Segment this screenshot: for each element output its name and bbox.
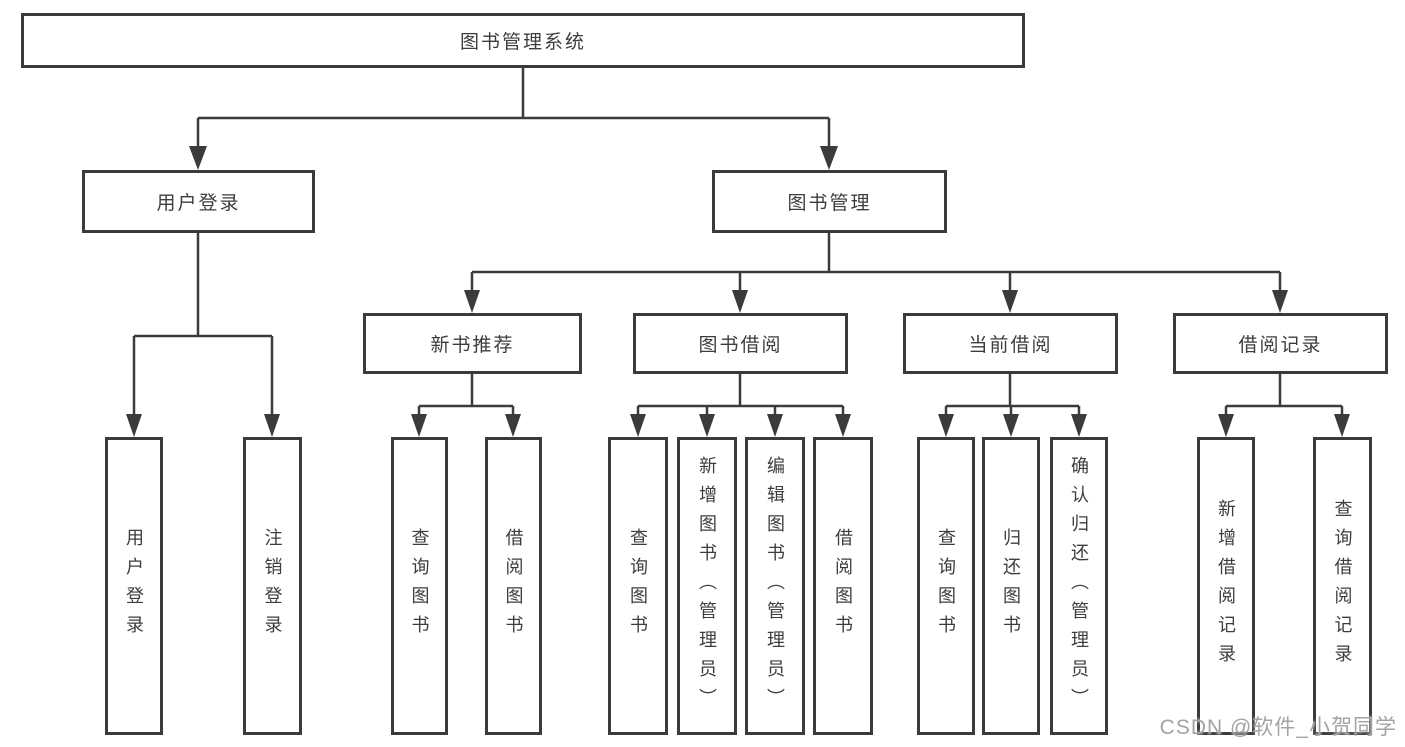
node-new-book-recommend: 新书推荐 xyxy=(363,313,582,374)
leaf-borrow-books: 借阅图书 xyxy=(813,437,873,735)
leaf-borrow-books-recommend-label: 借阅图书 xyxy=(503,528,524,644)
leaf-add-borrow-record-label: 新增借阅记录 xyxy=(1216,499,1236,673)
node-current-borrow: 当前借阅 xyxy=(903,313,1118,374)
leaf-user-login: 用户登录 xyxy=(105,437,163,735)
csdn-watermark: CSDN @软件_小贺同学 xyxy=(1159,716,1397,739)
leaf-confirm-return-admin-label: 确认归还（管理员） xyxy=(1069,455,1089,717)
node-borrow-records: 借阅记录 xyxy=(1173,313,1388,374)
leaf-return-books-label: 归还图书 xyxy=(1001,528,1021,644)
leaf-query-books-current-label: 查询图书 xyxy=(936,528,956,644)
leaf-borrow-books-label: 借阅图书 xyxy=(833,528,853,644)
node-user-login-branch: 用户登录 xyxy=(82,170,315,233)
leaf-query-borrow-record: 查询借阅记录 xyxy=(1313,437,1372,735)
leaf-query-books-current: 查询图书 xyxy=(917,437,975,735)
leaf-query-books-borrow-label: 查询图书 xyxy=(628,528,648,644)
leaf-query-borrow-record-label: 查询借阅记录 xyxy=(1332,499,1353,673)
leaf-query-books-borrow: 查询图书 xyxy=(608,437,668,735)
leaf-logout-label: 注销登录 xyxy=(262,528,283,644)
leaf-query-books-recommend-label: 查询图书 xyxy=(409,528,430,644)
leaf-query-books-recommend: 查询图书 xyxy=(391,437,448,735)
leaf-add-borrow-record: 新增借阅记录 xyxy=(1197,437,1255,735)
node-book-management-branch: 图书管理 xyxy=(712,170,947,233)
leaf-user-login-label: 用户登录 xyxy=(124,528,144,644)
leaf-logout: 注销登录 xyxy=(243,437,302,735)
connector-lines xyxy=(132,68,1344,418)
leaf-edit-book-admin: 编辑图书（管理员） xyxy=(745,437,805,735)
arrowheads xyxy=(126,146,1350,437)
leaf-return-books: 归还图书 xyxy=(982,437,1040,735)
node-library-management-system: 图书管理系统 xyxy=(21,13,1025,68)
leaf-confirm-return-admin: 确认归还（管理员） xyxy=(1050,437,1108,735)
leaf-edit-book-admin-label: 编辑图书（管理员） xyxy=(765,455,785,717)
leaf-add-book-admin: 新增图书（管理员） xyxy=(677,437,737,735)
node-book-borrow: 图书借阅 xyxy=(633,313,848,374)
leaf-borrow-books-recommend: 借阅图书 xyxy=(485,437,542,735)
leaf-add-book-admin-label: 新增图书（管理员） xyxy=(697,455,717,717)
